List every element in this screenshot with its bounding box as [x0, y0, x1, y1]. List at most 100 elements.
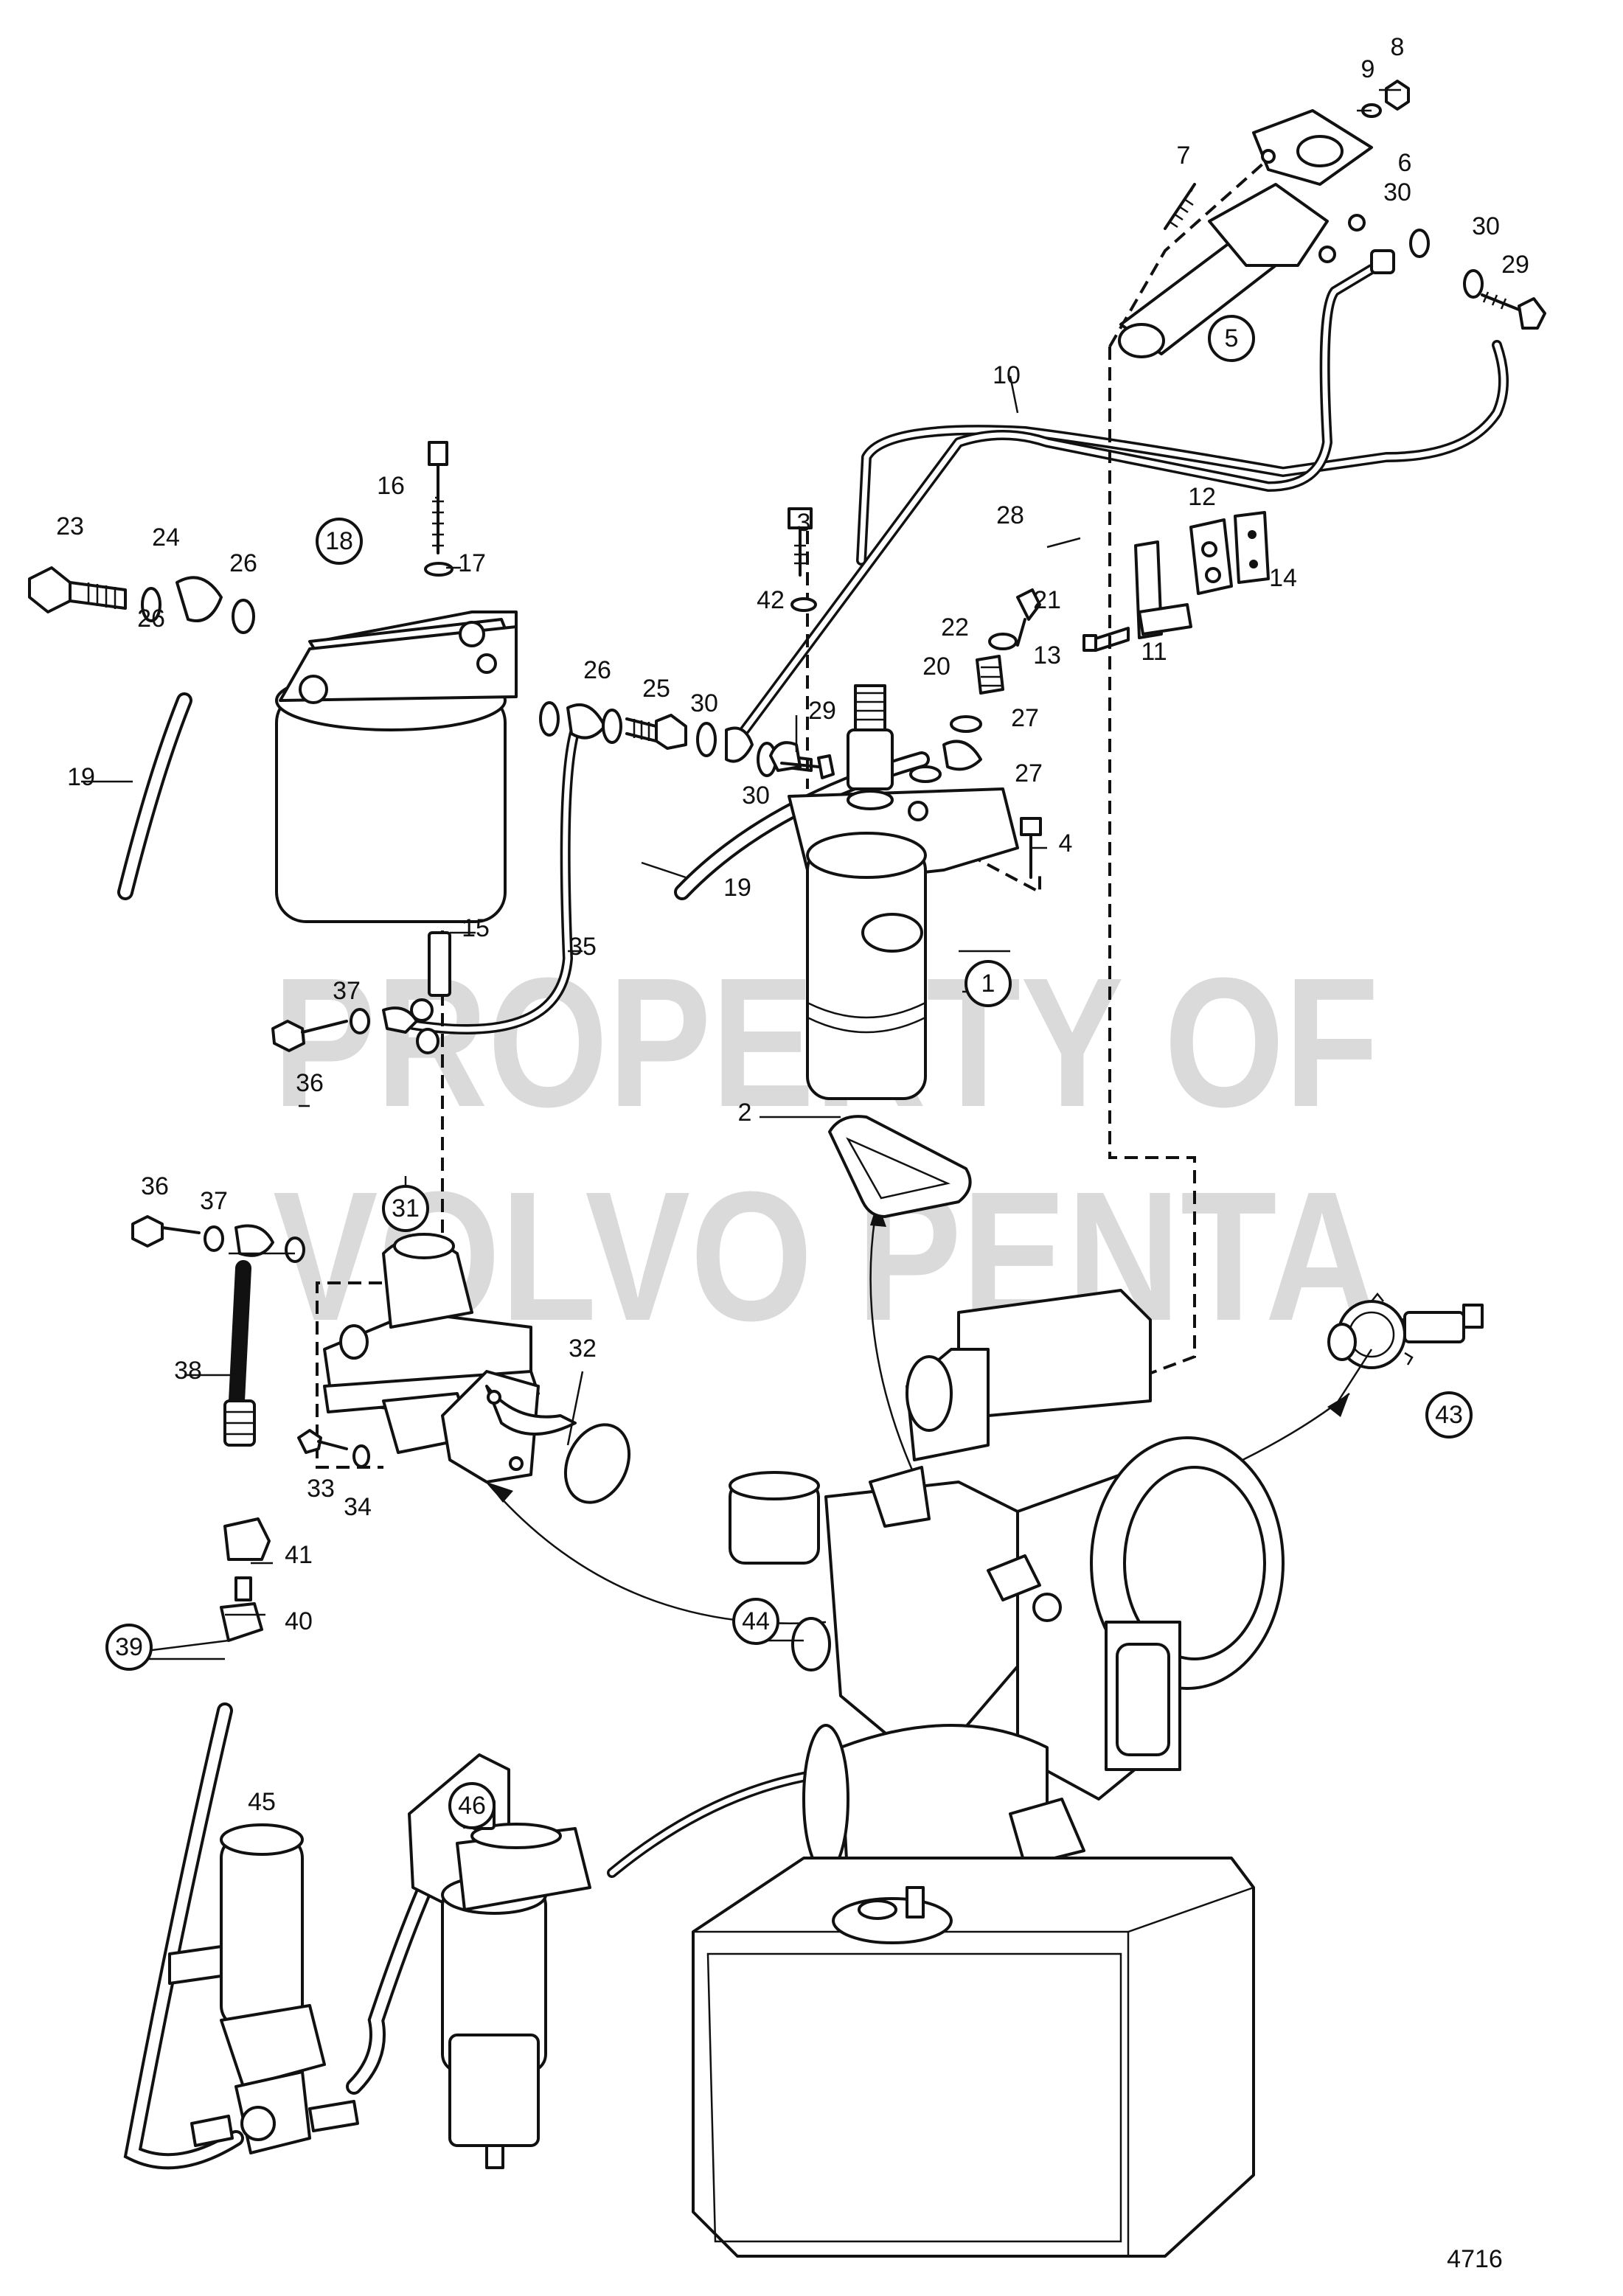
callout-label-46: 46 [458, 1792, 486, 1820]
bolt-13 [1082, 627, 1130, 652]
fittings-20-21-22-27 [769, 588, 1041, 783]
callout-label-28: 28 [996, 501, 1024, 529]
callout-label-19: 19 [67, 763, 95, 791]
fittings-25-26-30 [539, 701, 813, 777]
callout-label-37: 37 [333, 977, 361, 1005]
callout-label-34: 34 [344, 1493, 372, 1521]
stud-7 [1164, 183, 1196, 230]
fittings-38-40-41 [220, 1399, 271, 1642]
washer-17 [424, 562, 453, 577]
callout-label-15: 15 [462, 914, 490, 942]
callout-label-43: 43 [1435, 1401, 1463, 1429]
clamp-11 [1134, 540, 1192, 639]
callout-label-22: 22 [941, 613, 969, 641]
callout-label-37: 37 [200, 1187, 228, 1215]
figure-number: 4716 [1447, 2245, 1503, 2273]
callout-label-4: 4 [1059, 829, 1073, 857]
callout-label-32: 32 [569, 1335, 597, 1363]
callout-label-11: 11 [1141, 638, 1167, 666]
callout-label-44: 44 [742, 1607, 770, 1635]
callout-label-36: 36 [296, 1069, 324, 1097]
callout-circle-39 [105, 1624, 153, 1671]
callout-label-14: 14 [1269, 564, 1297, 592]
callout-label-30: 30 [742, 782, 770, 810]
callout-circle-18 [316, 518, 363, 565]
washer-34 [352, 1444, 370, 1468]
callout-label-23: 23 [56, 512, 84, 540]
callout-label-39: 39 [115, 1633, 143, 1661]
fuel-tank-44 [692, 1857, 1255, 2258]
banjo-bolt-29-lower [780, 754, 835, 779]
callout-label-12: 12 [1188, 483, 1216, 511]
callout-label-41: 41 [285, 1541, 313, 1569]
fuel-filter-18 [275, 610, 518, 923]
callout-label-2: 2 [738, 1099, 752, 1127]
callout-circle-46 [448, 1782, 496, 1829]
callout-label-33: 33 [307, 1475, 335, 1503]
fuel-pump-31 [323, 1233, 577, 1483]
washer-42 [790, 597, 817, 612]
callout-label-17: 17 [458, 549, 486, 577]
callout-label-42: 42 [757, 586, 785, 614]
callout-label-6: 6 [1398, 149, 1412, 177]
callout-label-36: 36 [141, 1172, 169, 1200]
banjo-bolt-29 [1409, 229, 1546, 330]
callout-label-1: 1 [981, 970, 995, 998]
o-ring-32 [563, 1423, 631, 1504]
callout-label-18: 18 [325, 527, 353, 555]
callout-label-7: 7 [1177, 142, 1191, 170]
callout-label-9: 9 [1361, 55, 1375, 83]
electric-pump-45 [168, 1823, 359, 2154]
callout-label-38: 38 [174, 1357, 202, 1385]
callout-label-29: 29 [1501, 251, 1529, 279]
callout-circle-1 [965, 960, 1012, 1007]
callout-label-35: 35 [569, 933, 597, 961]
clamp-half-12 [1189, 518, 1233, 595]
callout-label-13: 13 [1033, 641, 1061, 669]
callout-label-19: 19 [723, 874, 751, 902]
callout-label-26: 26 [583, 656, 611, 684]
callout-label-29: 29 [808, 697, 836, 725]
callout-label-21: 21 [1033, 586, 1061, 614]
callout-circle-43 [1425, 1391, 1473, 1439]
callout-label-20: 20 [922, 653, 950, 681]
nut-8-washer-9 [1361, 80, 1410, 118]
callout-label-24: 24 [152, 523, 180, 552]
engine [729, 1289, 1285, 1902]
assembly-dashed-lines [316, 161, 1266, 1469]
callout-label-8: 8 [1391, 33, 1405, 61]
callout-label-27: 27 [1015, 759, 1043, 787]
callout-label-3: 3 [797, 509, 811, 537]
bolt-16 [428, 441, 448, 554]
clamp-plate-14 [1234, 511, 1270, 584]
banjo-36-37-lower [131, 1215, 305, 1263]
callout-label-26: 26 [229, 549, 257, 577]
callout-label-27: 27 [1011, 704, 1039, 732]
callout-label-40: 40 [285, 1607, 313, 1635]
callout-label-30: 30 [1383, 178, 1411, 206]
callout-circle-44 [732, 1598, 779, 1645]
prefilter-46 [408, 1753, 591, 2169]
callout-label-30: 30 [690, 689, 718, 717]
callout-label-5: 5 [1225, 324, 1239, 352]
hose-38 [228, 1260, 251, 1424]
gear-43 [1327, 1292, 1484, 1369]
banjo-bolt-23 [28, 566, 255, 634]
callout-label-16: 16 [377, 472, 405, 500]
callout-circle-31 [382, 1185, 429, 1232]
secondary-filter-1 [788, 684, 1019, 1100]
bolt-4 [1020, 817, 1042, 879]
callout-label-26: 26 [137, 605, 165, 633]
callout-label-25: 25 [642, 675, 670, 703]
callout-label-45: 45 [248, 1788, 276, 1816]
callout-label-10: 10 [993, 361, 1021, 389]
gasket-2 [828, 1115, 972, 1218]
injector-5 [1118, 109, 1395, 358]
bolt-33 [297, 1429, 348, 1454]
banjo-36-37-upper [271, 998, 439, 1054]
callout-label-31: 31 [392, 1194, 420, 1222]
callout-circle-5 [1208, 315, 1255, 362]
spacer-15 [428, 931, 451, 997]
